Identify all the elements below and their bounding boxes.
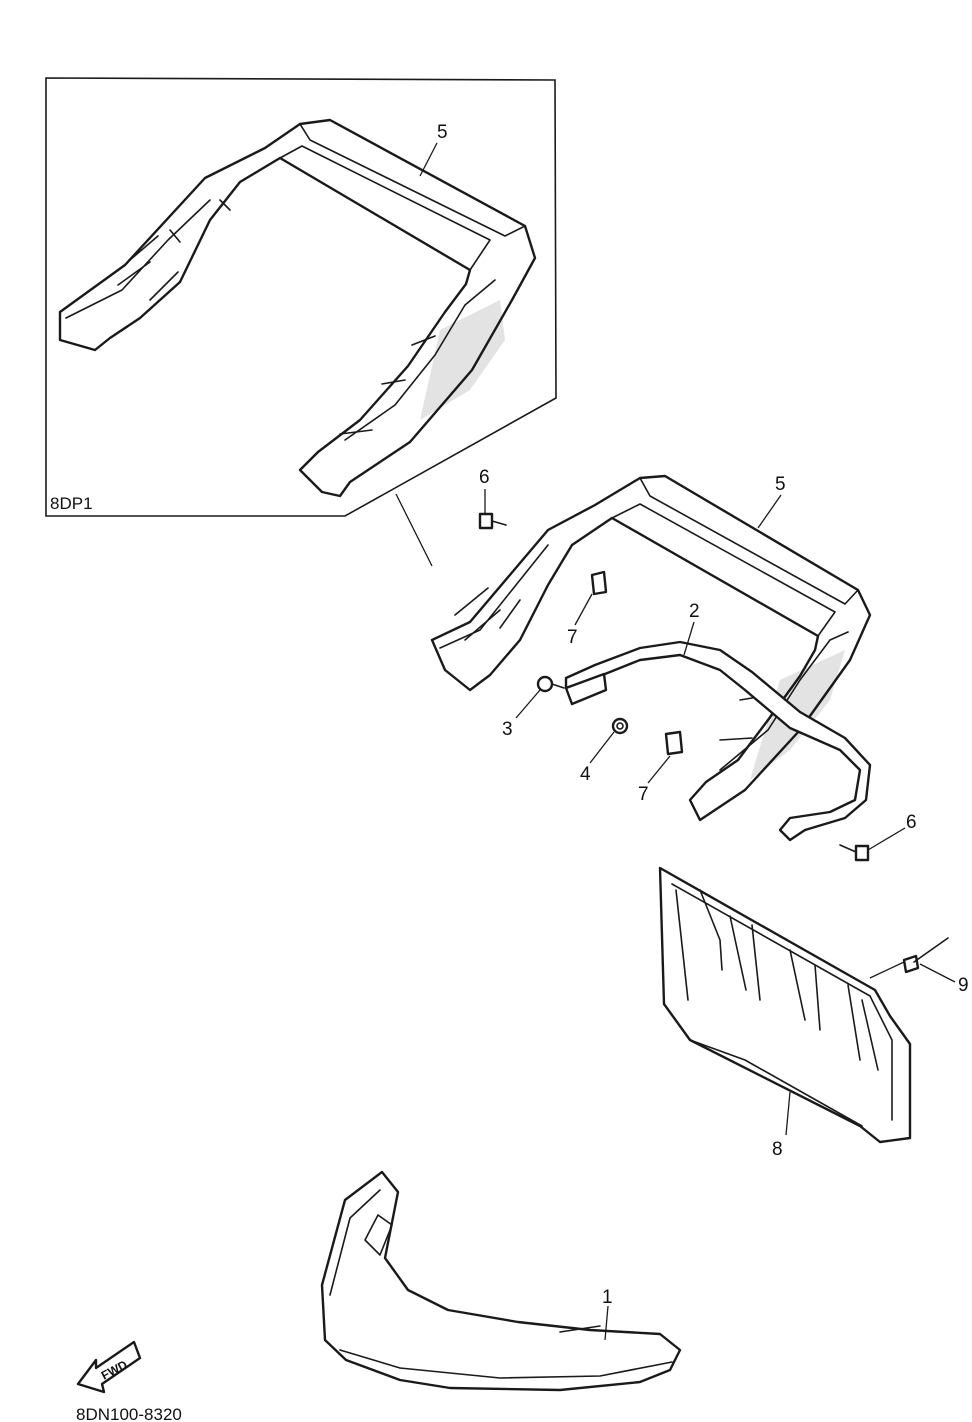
nut-4 [611, 717, 629, 735]
bolt-6-top [478, 512, 507, 530]
front-bumper [320, 1170, 682, 1392]
clip-7-upper [590, 570, 608, 596]
variant-label: 8DP1 [50, 494, 93, 513]
bolt-6-right [839, 844, 870, 862]
inset-pointer-line [395, 493, 433, 567]
inset-rear-carrier [58, 118, 537, 498]
callout-7-lower: 7 [638, 784, 649, 805]
callout-8: 8 [772, 1139, 783, 1160]
forward-arrow-icon: FWD [76, 1340, 142, 1394]
callout-9: 9 [958, 975, 969, 996]
callout-5-main: 5 [775, 474, 786, 495]
clip-7-lower [664, 730, 684, 756]
callout-4: 4 [580, 764, 591, 785]
callout-2: 2 [689, 601, 700, 622]
diagram-code: 8DN100-8320 [76, 1405, 182, 1422]
callout-1: 1 [602, 1287, 613, 1308]
rivet-9 [902, 937, 949, 974]
inset-frame [45, 77, 557, 517]
callout-6-right: 6 [906, 812, 917, 833]
callout-6-top: 6 [479, 467, 490, 488]
variant-inset [45, 77, 557, 567]
leader-lines [419, 142, 956, 1341]
callout-7-upper: 7 [567, 627, 578, 648]
bolt-3 [536, 675, 565, 693]
callout-5-inset: 5 [437, 122, 448, 143]
mud-guard [658, 866, 912, 1144]
carrier-stay [564, 640, 872, 842]
callout-3: 3 [502, 719, 513, 740]
